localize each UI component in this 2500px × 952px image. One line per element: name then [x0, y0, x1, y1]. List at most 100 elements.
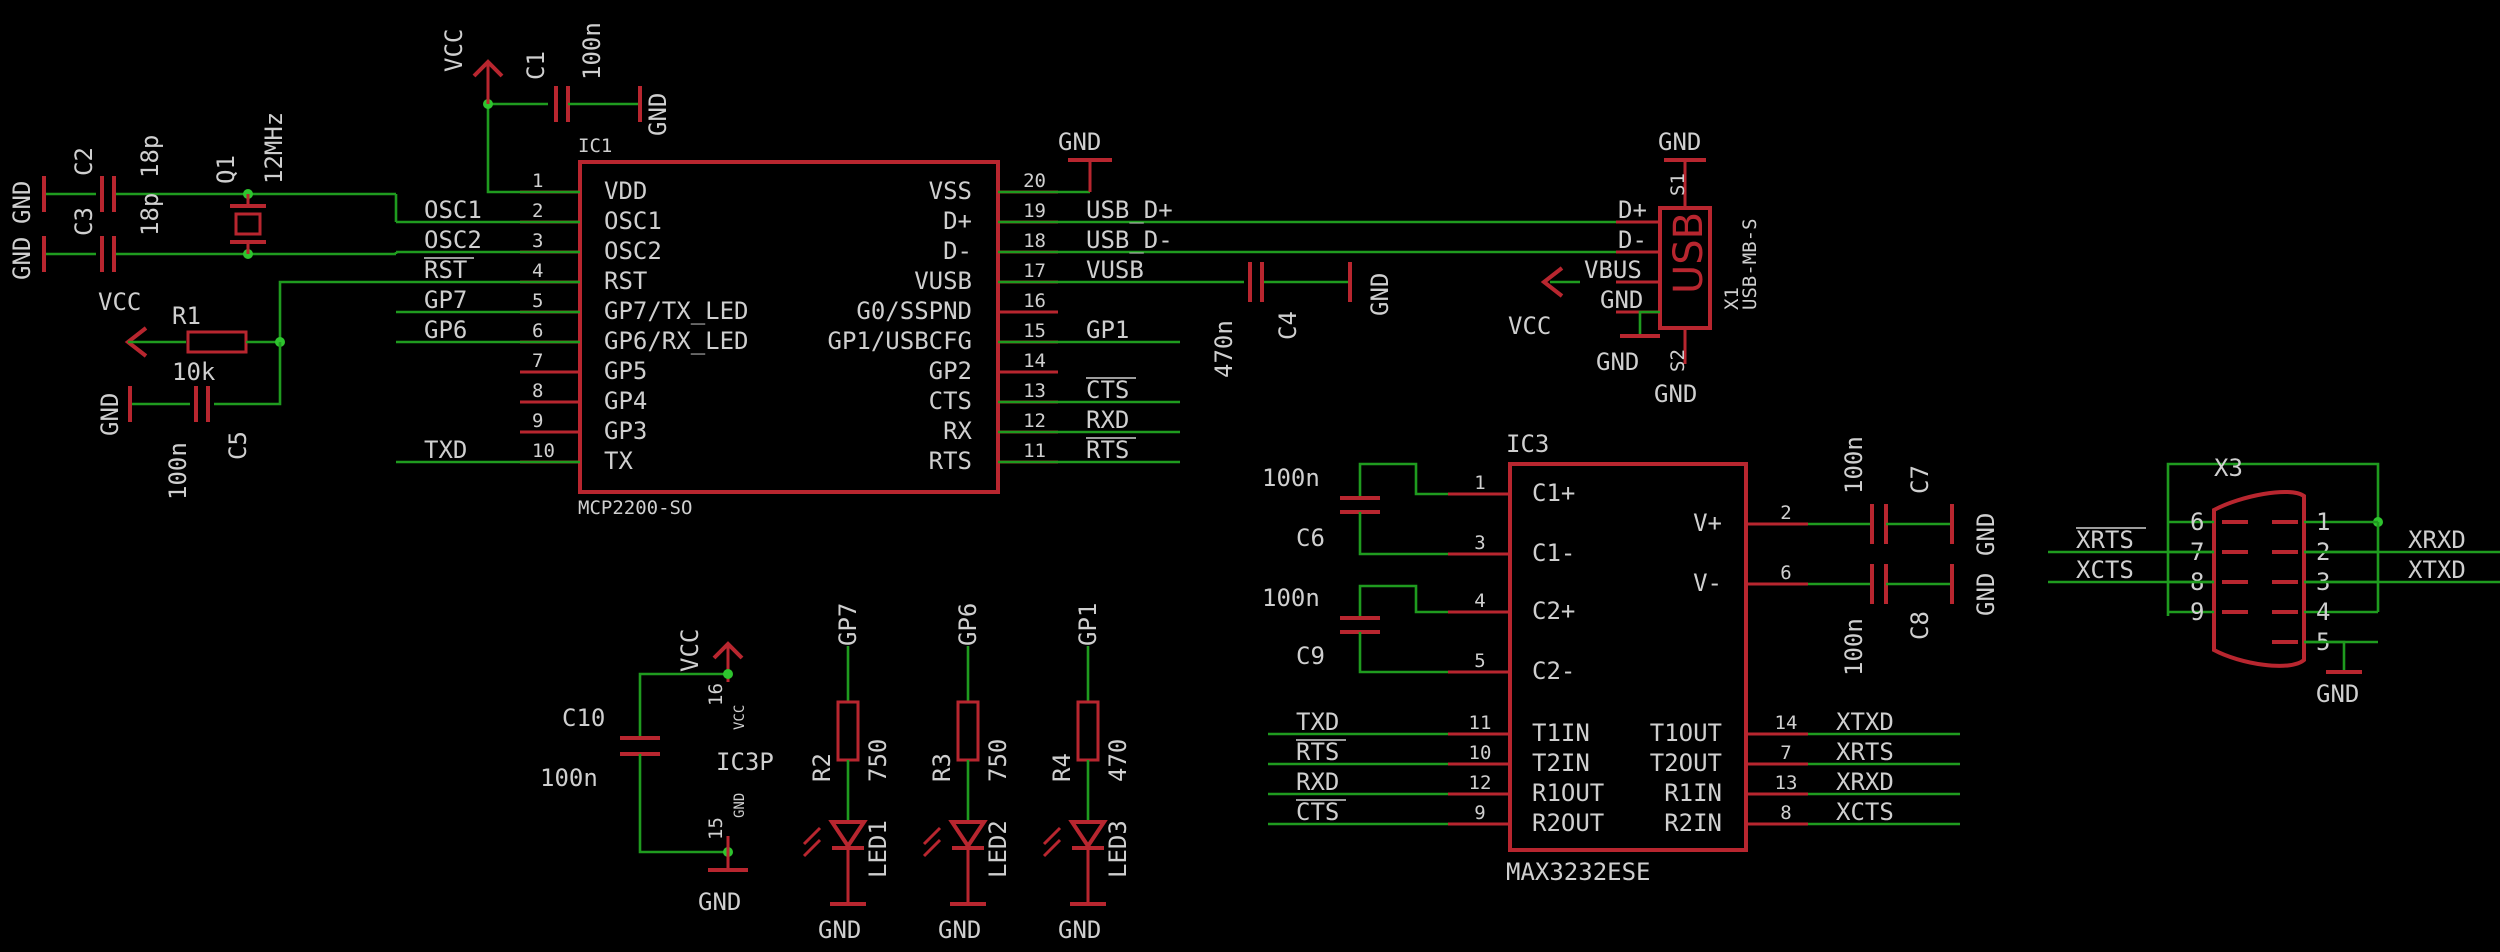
ic3-pin-label: C2+ — [1532, 597, 1575, 625]
usb-body-text: USB — [1666, 212, 1712, 294]
ic3-part: MAX3232ESE — [1506, 858, 1651, 886]
c5-name: C5 — [224, 431, 252, 460]
net-cts: CTS — [1086, 376, 1129, 404]
ic1-pin-label: RST — [604, 267, 647, 295]
r1-value: 10k — [172, 358, 216, 386]
c6-name: C6 — [1296, 524, 1325, 552]
usb-s1-gnd: GND — [1658, 128, 1701, 156]
led-resistor-name: R4 — [1048, 753, 1076, 782]
c2-gnd-label: GND — [8, 181, 36, 224]
led-resistor-name: R3 — [928, 753, 956, 782]
c2-name: C2 — [70, 147, 98, 176]
c8-name: C8 — [1906, 611, 1934, 640]
c7-gnd-label: GND — [1972, 513, 2000, 556]
usb-wires: 470n C4 GND — [278, 220, 1616, 464]
ic1-pin-number: 2 — [532, 200, 543, 222]
ic1-pin-label: GP4 — [604, 387, 647, 415]
ic1-pin-label: RTS — [929, 447, 972, 475]
ic1-pin-number: 19 — [1023, 200, 1046, 222]
ic1-pin-label: D+ — [943, 207, 972, 235]
led-resistor — [956, 700, 980, 762]
ic1-pin-label: CTS — [929, 387, 972, 415]
net-usb-dp: USB_D+ — [1086, 196, 1173, 224]
ic3-pin-label: T1IN — [1532, 719, 1590, 747]
ic3-logic-nets: TXD RTS RXD CTS XTXD XRTS XRXD XCTS — [1268, 708, 1960, 826]
usb-vcc-label: VCC — [1508, 312, 1551, 340]
db9-gnd-label: GND — [2316, 680, 2359, 708]
ic3p-vcc-label: VCC — [676, 629, 704, 672]
ic1-pin-number: 16 — [1023, 290, 1046, 312]
vcc-label-ic1: VCC — [440, 29, 468, 72]
ic1-pin-label: VSS — [929, 177, 972, 205]
ic1-pin-number: 17 — [1023, 260, 1046, 282]
db9-pin-number: 4 — [2316, 598, 2330, 626]
c2-value: 18p — [136, 135, 164, 178]
led-resistor-name: R2 — [808, 753, 836, 782]
led-resistor — [1076, 700, 1100, 762]
ic3-pin-number: 14 — [1775, 712, 1798, 734]
ic1-body — [578, 160, 1000, 494]
ic1-pin-number: 4 — [532, 260, 543, 282]
c7-value: 100n — [1840, 436, 1868, 494]
c9-name: C9 — [1296, 642, 1325, 670]
vss-network: GND — [998, 128, 1112, 194]
ic3-pin-label: T2OUT — [1650, 749, 1722, 777]
led-gnd-label: GND — [818, 916, 861, 944]
c5-value: 100n — [164, 442, 192, 500]
ic1-right-pins: 20VSS19D+18D-17VUSB16G0/SSPND15GP1/USBCF… — [828, 170, 1058, 475]
c8-gnd-label: GND — [1972, 573, 2000, 616]
c4-name: C4 — [1274, 311, 1302, 340]
vdd-network: VCC C1 100n GND — [440, 22, 672, 194]
ic3-net-xrxd: XRXD — [1836, 768, 1894, 796]
r1-vcc-label: VCC — [98, 288, 141, 316]
led-diode — [1068, 820, 1108, 850]
ic3-pin-label: C1- — [1532, 539, 1575, 567]
ic3p-name: IC3P — [716, 748, 774, 776]
ic1-pin-number: 5 — [532, 290, 543, 312]
q1-value: 12MHz — [260, 112, 288, 184]
ic1-pin-label: GP6/RX_LED — [604, 327, 749, 355]
ic1-pin-number: 18 — [1023, 230, 1046, 252]
ic3-pin-number: 8 — [1780, 802, 1791, 824]
ic1-name: IC1 — [578, 135, 612, 157]
ic3p-vcc-pin-text: VCC — [732, 705, 748, 730]
c4-gnd-label: GND — [1366, 273, 1394, 316]
ic3-pin-number: 13 — [1775, 772, 1798, 794]
ic1-pin-label: GP1/USBCFG — [828, 327, 973, 355]
ic3-net-xtxd: XTXD — [1836, 708, 1894, 736]
ic1-pin-label: VUSB — [914, 267, 972, 295]
net-vusb: VUSB — [1086, 256, 1144, 284]
net-usb-dm: USB_D- — [1086, 226, 1173, 254]
ic3-pin-number: 12 — [1469, 772, 1492, 794]
ic3p-gnd-label: GND — [698, 888, 741, 916]
ic1-pin-number: 9 — [532, 410, 543, 432]
ic1-pin-label: GP5 — [604, 357, 647, 385]
ic1-pin-number: 6 — [532, 320, 543, 342]
ic3-net-cts: CTS — [1296, 798, 1339, 826]
db9-name: X3 — [2214, 454, 2243, 482]
oscillator-network: Q1 12MHz C2 18p GND C3 18p GND — [8, 112, 398, 280]
ic3-pin-number: 11 — [1469, 712, 1492, 734]
c3-value: 18p — [136, 193, 164, 236]
vss-gnd-label: GND — [1058, 128, 1101, 156]
net-gp7: GP7 — [424, 286, 467, 314]
ic3-pin-label: C1+ — [1532, 479, 1575, 507]
db9-pin-number: 9 — [2190, 598, 2204, 626]
ic3p-pin16: 16 — [705, 683, 727, 706]
usb-pin-dp: D+ — [1618, 196, 1647, 224]
ic3-name: IC3 — [1506, 430, 1549, 458]
c8-value: 100n — [1840, 618, 1868, 676]
ic3-pin-label: T1OUT — [1650, 719, 1722, 747]
ic1-pin-number: 11 — [1023, 440, 1046, 462]
ic3-pin-label: R1IN — [1664, 779, 1722, 807]
ic3-pin-label: T2IN — [1532, 749, 1590, 777]
ic3-pin-number: 6 — [1780, 562, 1791, 584]
ic1-pin-number: 20 — [1023, 170, 1046, 192]
usb-s2: S2 — [1667, 349, 1689, 372]
